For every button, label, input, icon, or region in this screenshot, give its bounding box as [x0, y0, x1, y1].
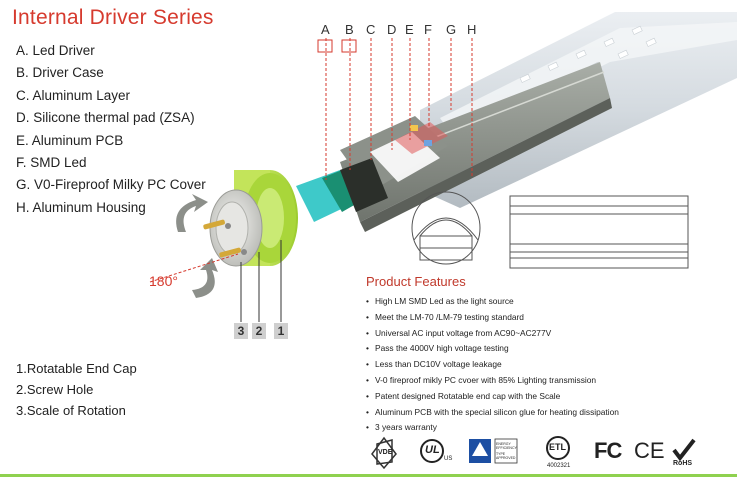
etl-number-text: 4002321	[547, 463, 571, 469]
part-item-b: B. Driver Case	[16, 65, 104, 81]
ul-us-text: US	[444, 456, 453, 462]
part-letter-d: D	[387, 22, 397, 37]
feature-item: •High LM SMD Led as the light source	[366, 296, 514, 306]
fc-logo: FC	[594, 438, 622, 463]
etl-logo-text: ETL	[549, 442, 566, 452]
cap-note-1: 1.Rotatable End Cap	[16, 361, 137, 376]
part-letter-g: G	[446, 22, 457, 37]
number-box-2: 2	[252, 323, 266, 339]
led-driver-board	[296, 158, 388, 222]
part-item-d: D. Silicone thermal pad (ZSA)	[16, 110, 195, 126]
part-letter-a: A	[321, 22, 330, 37]
feature-item: •Pass the 4000V high voltage testing	[366, 343, 509, 354]
ul-logo-text: UL	[425, 444, 440, 456]
tuv-sub-text: TYPE APPROVED	[496, 452, 516, 460]
feature-item: •Patent designed Rotatable end cap with …	[366, 390, 561, 401]
ce-logo: CE	[634, 438, 665, 463]
feature-item: •3 years warranty	[366, 422, 437, 433]
part-item-c: C. Aluminum Layer	[16, 87, 131, 103]
part-letter-labels: A B C D E F G H	[0, 22, 737, 42]
number-box-3: 3	[234, 323, 248, 339]
leader-boxes	[317, 39, 357, 53]
part-letter-e: E	[405, 22, 414, 37]
feature-item: •Aluminum PCB with the special silicon g…	[366, 406, 619, 417]
smd-led	[410, 125, 418, 131]
part-letter-c: C	[366, 22, 376, 37]
smd-led-2	[424, 140, 432, 146]
cap-note-3: 3.Scale of Rotation	[16, 403, 126, 418]
bottom-accent-line	[0, 474, 737, 477]
part-item-h: H. Aluminum Housing	[16, 199, 146, 215]
rotation-arrows-icon	[176, 194, 218, 298]
energy-sub-text: ENERGY EFFICIENCY	[496, 442, 517, 450]
features-list: •High LM SMD Led as the light source •Me…	[366, 294, 619, 436]
leader-lines	[325, 38, 473, 180]
feature-item: •V-0 fireproof mikly PC cvoer with 85% L…	[366, 374, 597, 385]
end-cap	[203, 170, 298, 267]
end-cap-notes: 1.Rotatable End Cap 2.Screw Hole 3.Scale…	[16, 358, 137, 421]
part-item-e: E. Aluminum PCB	[16, 132, 124, 148]
side-profile-drawing	[509, 195, 689, 269]
part-letter-b: B	[345, 22, 354, 37]
part-item-f: F. SMD Led	[16, 154, 87, 170]
parts-list: A. Led Driver B. Driver Case C. Aluminum…	[16, 40, 206, 219]
number-box-1: 1	[274, 323, 288, 339]
part-item-a: A. Led Driver	[16, 43, 95, 58]
part-item-g: G. V0-Fireproof Milky PC Cover	[16, 177, 206, 193]
feature-item: •Universal AC input voltage from AC90~AC…	[366, 327, 552, 338]
feature-item: •Less than DC10V voltage leakage	[366, 359, 502, 370]
rotation-degree-label: 180°	[149, 273, 178, 289]
cross-section-drawing	[411, 191, 481, 265]
features-title: Product Features	[366, 274, 466, 289]
number-leaders	[240, 240, 282, 322]
cap-note-2: 2.Screw Hole	[16, 382, 94, 397]
part-letter-f: F	[424, 22, 432, 37]
rotation-axis	[149, 253, 239, 283]
vde-logo-text: VDE	[378, 449, 393, 456]
rohs-logo-text: RoHS	[673, 460, 693, 467]
page-title: Internal Driver Series	[12, 6, 214, 29]
part-letter-h: H	[467, 22, 477, 37]
feature-item: •Meet the LM-70 /LM-79 testing standard	[366, 311, 524, 322]
